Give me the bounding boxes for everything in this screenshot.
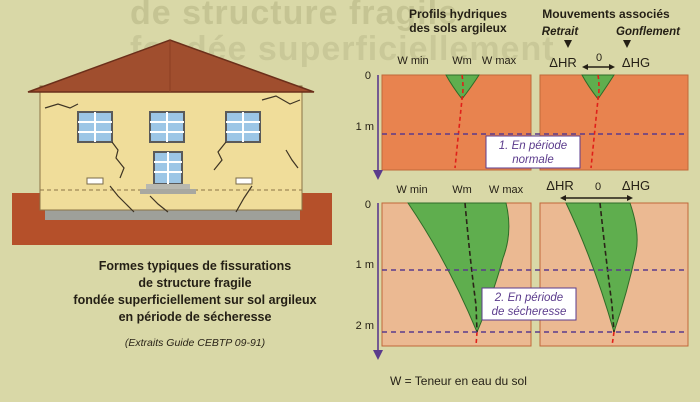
retrait-pointer-icon — [564, 40, 572, 48]
legend-text: W = Teneur en eau du sol — [390, 374, 527, 388]
caption-line-3: fondée superficiellement sur sol argileu… — [73, 293, 317, 307]
drought-wmin-label: W min — [396, 184, 427, 196]
normal-label-box — [485, 135, 581, 169]
source-citation: (Extraits Guide CEBTP 09-91) — [124, 337, 266, 349]
retrait-label: Retrait — [542, 26, 580, 38]
drought-wm-label: Wm — [452, 184, 472, 196]
normal-wm-curve-right — [590, 74, 600, 169]
profiles-title-line2: des sols argileux — [409, 21, 507, 35]
caption-line-2: de structure fragile — [138, 276, 252, 290]
normal-wm-curve — [454, 74, 464, 169]
window-2 — [149, 111, 185, 143]
front-step-1 — [146, 184, 190, 189]
drought-wm-curve-right-tail — [611, 331, 615, 347]
background-title: de structure fragile — [130, 0, 458, 32]
caption-line-1: Formes typiques de fissurations — [98, 259, 292, 273]
window-1 — [77, 111, 113, 143]
normal-arrow-left-icon — [582, 64, 588, 70]
normal-zero: 0 — [596, 52, 602, 64]
front-step-2 — [140, 189, 196, 194]
drought-period-panel: W min Wm W max 0 1 m 2 m ΔHR 0 ΔHG 2. En — [356, 178, 689, 347]
drought-zero: 0 — [595, 181, 601, 193]
profiles-title-line1: Profils hydriques — [409, 7, 507, 21]
drought-label-line2: de sécheresse — [492, 306, 567, 318]
house-illustration — [12, 39, 332, 245]
normal-label-line2: normale — [512, 154, 554, 166]
drought-depth-2m: 2 m — [356, 320, 374, 332]
movements-title: Mouvements associés — [542, 7, 670, 21]
normal-wm-label: Wm — [452, 55, 472, 67]
door — [153, 151, 183, 185]
normal-label-line1: 1. En période — [499, 140, 567, 152]
drought-depth-0: 0 — [365, 199, 371, 211]
vent-right — [235, 177, 253, 185]
drought-depth-1m: 1 m — [356, 259, 374, 271]
caption-line-4: en période de sécheresse — [118, 310, 272, 324]
drought-arrow-right-icon — [627, 195, 633, 201]
drought-wm-curve — [464, 202, 478, 333]
drought-movement-profile — [565, 202, 638, 334]
normal-period-panel: W min Wm W max 0 1 m ΔHR 0 ΔHG 1. En pér… — [356, 52, 689, 171]
normal-delta-hg: ΔHG — [622, 55, 650, 70]
drought-label-line1: 2. En période — [494, 292, 563, 304]
window-3 — [225, 111, 261, 143]
gonflement-label: Gonflement — [616, 26, 681, 38]
vent-left — [86, 177, 104, 185]
normal-wmax-label: W max — [482, 55, 517, 67]
roof — [27, 39, 315, 93]
drought-wm-curve-right — [599, 202, 615, 333]
depth-axis-drought-arrow-icon — [373, 350, 383, 360]
drought-delta-hg: ΔHG — [622, 178, 650, 193]
normal-delta-hr: ΔHR — [549, 55, 576, 70]
gravel-bed — [45, 210, 300, 220]
gonflement-pointer-icon — [623, 40, 631, 48]
drought-delta-hr: ΔHR — [546, 178, 573, 193]
drought-label-box — [481, 287, 577, 321]
normal-depth-0: 0 — [365, 70, 371, 82]
figure-caption: Formes typiques de fissurations de struc… — [60, 258, 330, 326]
drought-wmax-label: W max — [489, 184, 524, 196]
normal-arrow-right-icon — [609, 64, 615, 70]
drought-wm-curve-tail — [475, 331, 478, 347]
wall-cracks — [44, 95, 301, 213]
depth-axis-normal-arrow-icon — [373, 170, 383, 180]
normal-wmin-label: W min — [397, 55, 428, 67]
normal-depth-1m: 1 m — [356, 121, 374, 133]
drought-arrow-left-icon — [560, 195, 566, 201]
